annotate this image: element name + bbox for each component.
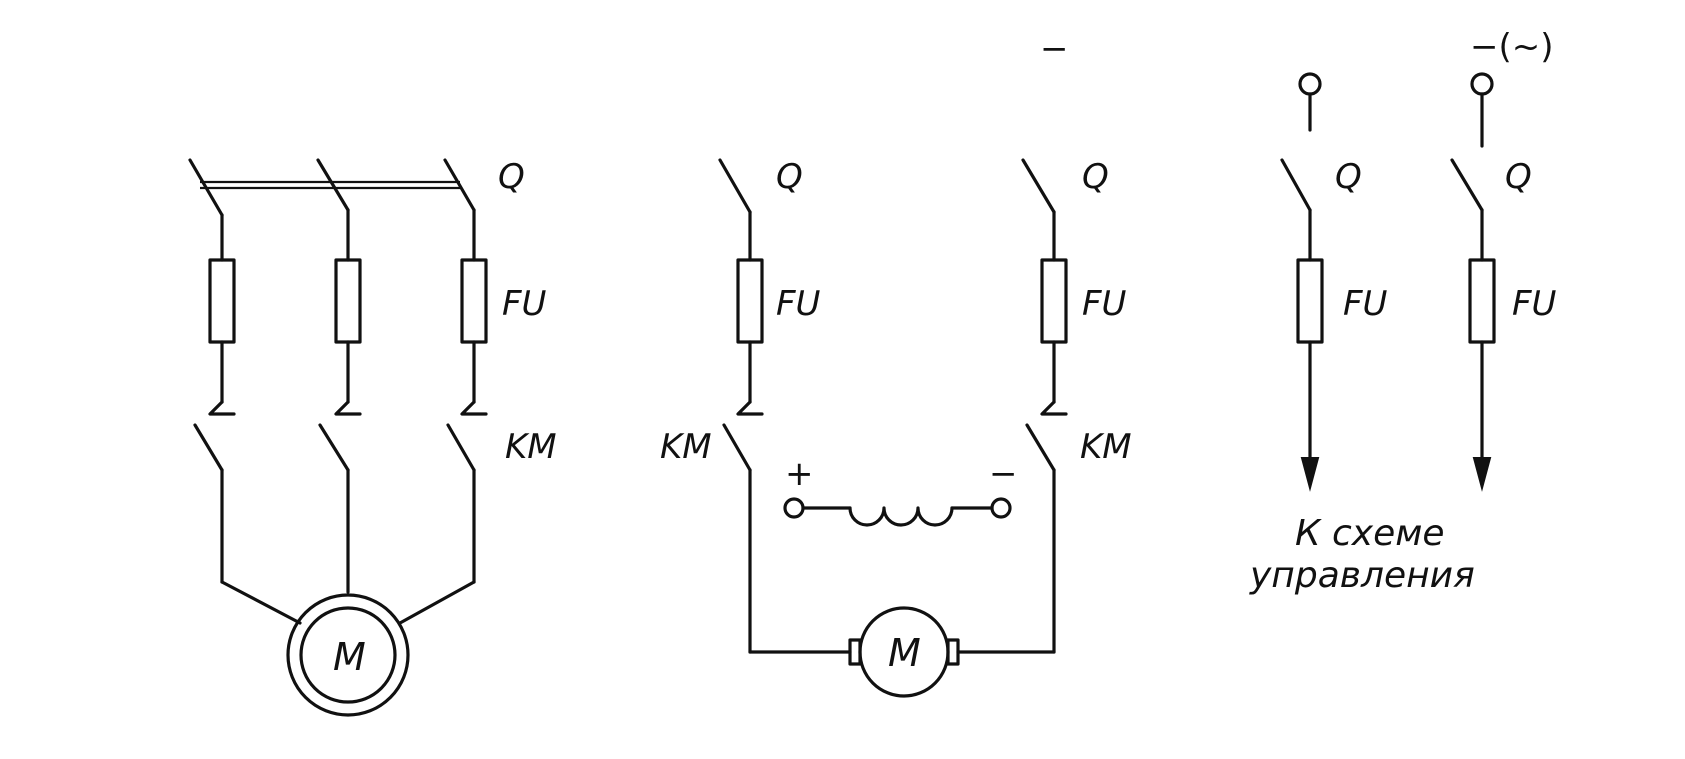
supply-terminal-left: [1298, 72, 1322, 96]
contactor-label-km-3: KM: [1080, 427, 1132, 467]
phase-3-line: [398, 158, 488, 625]
km-contact-dc-left: [722, 423, 752, 472]
fuse-label-fu-2: FU: [776, 284, 821, 324]
switch-label-q-3: Q: [1082, 157, 1109, 197]
control-supply-circuit: − −(~) Q FU Q FU К схеме управления: [1040, 27, 1557, 596]
fuse-fu-dc-right: [1040, 258, 1068, 344]
fuse-fu-control-right: [1468, 258, 1496, 344]
winding-terminal-plus: [783, 497, 805, 519]
control-feed-right: [1450, 72, 1496, 492]
supply-terminal-right: [1470, 72, 1494, 96]
dc-supply-label: −: [1040, 29, 1069, 69]
fuse-label-fu-1: FU: [502, 284, 547, 324]
km-contact-mark-dc-right: [1040, 400, 1068, 416]
field-winding: + −: [783, 454, 1018, 527]
contactor-label-km-1: KM: [505, 427, 557, 467]
dc-motor: M: [848, 606, 960, 698]
dc-right-line: [956, 158, 1068, 654]
fuse-fu-dc-left: [736, 258, 764, 344]
km-contact-mark-dc-left: [736, 400, 764, 416]
phase-1-line: [188, 158, 302, 625]
km-contact-dc-right: [1025, 423, 1056, 472]
km-contact-mark-1: [208, 400, 236, 416]
arrow-down-icon: [1472, 457, 1492, 492]
caption-line-2: управления: [1249, 555, 1475, 596]
fuse-fu-phase-3: [460, 258, 488, 344]
winding-coil: [848, 506, 954, 527]
km-contact-phase-3: [446, 423, 476, 472]
contactor-label-km-2: KM: [660, 427, 712, 467]
caption-line-1: К схеме: [1295, 513, 1445, 554]
winding-terminal-minus: [990, 497, 1012, 519]
ac-dc-supply-label: −(~): [1470, 27, 1554, 67]
fuse-fu-phase-1: [208, 258, 236, 344]
minus-sign: −: [989, 454, 1018, 494]
motor-label-ac: M: [333, 635, 366, 679]
fuse-fu-control-left: [1296, 258, 1324, 344]
fuse-label-fu-4: FU: [1343, 284, 1388, 324]
switch-label-q-5: Q: [1505, 157, 1532, 197]
switch-label-q-1: Q: [498, 157, 525, 197]
three-phase-circuit: M Q FU KM: [188, 157, 557, 717]
motor-label-dc: M: [888, 631, 921, 675]
fuse-fu-phase-2: [334, 258, 362, 344]
fuse-label-fu-5: FU: [1512, 284, 1557, 324]
switch-label-q-2: Q: [776, 157, 803, 197]
plus-sign: +: [785, 454, 814, 494]
km-contact-phase-2: [318, 423, 350, 472]
arrow-down-icon: [1300, 457, 1320, 492]
fuse-label-fu-3: FU: [1082, 284, 1127, 324]
dc-motor-circuit: + − M Q FU KM Q FU KM: [660, 157, 1132, 698]
switch-label-q-4: Q: [1335, 157, 1362, 197]
control-feed-left: [1280, 72, 1324, 492]
dc-left-line: [718, 158, 852, 654]
ac-motor: M: [286, 593, 410, 717]
km-contact-mark-2: [334, 400, 362, 416]
phase-2-line: [316, 158, 362, 594]
km-contact-phase-1: [193, 423, 224, 472]
km-contact-mark-3: [460, 400, 488, 416]
